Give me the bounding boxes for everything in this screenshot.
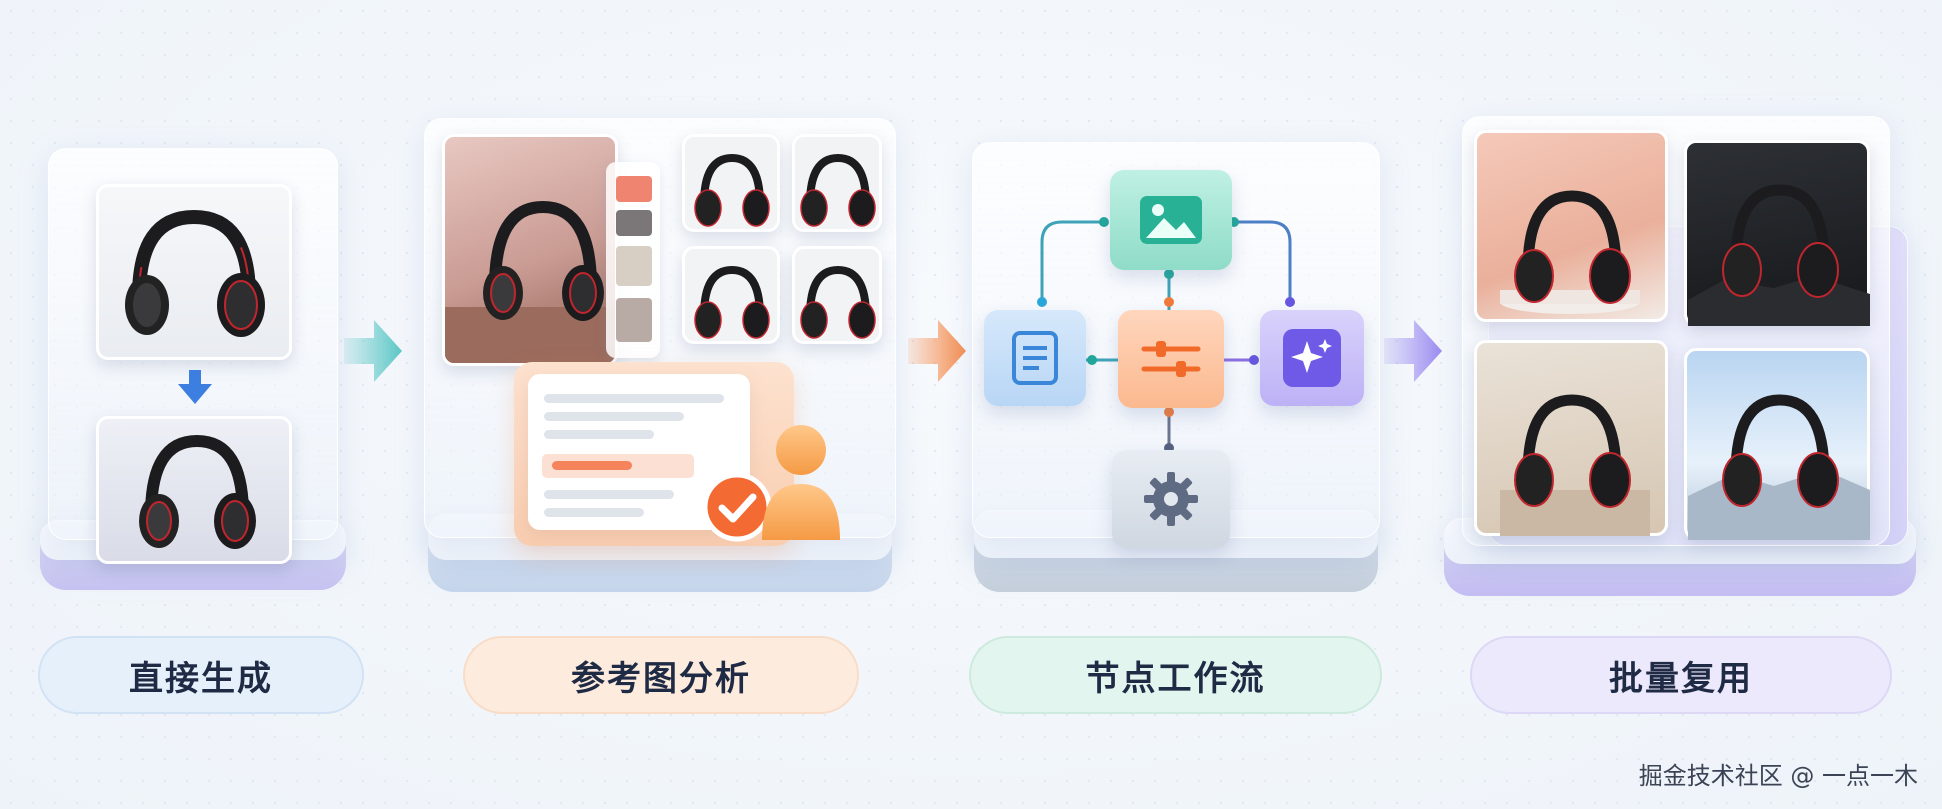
flow-arrow-2-icon xyxy=(908,320,966,382)
step-1-label: 直接生成 xyxy=(129,658,273,699)
step-4-label-pill: 批量复用 xyxy=(1470,636,1892,714)
gear-icon xyxy=(1144,472,1198,526)
swatch-gray xyxy=(616,210,652,236)
doc-line-5 xyxy=(544,508,644,517)
headphone-icon xyxy=(445,200,615,363)
sliders-icon xyxy=(1141,341,1201,377)
step-2-label-pill: 参考图分析 xyxy=(463,636,859,714)
watermark: 掘金技术社区 @ 一点一木 xyxy=(1638,762,1918,790)
arrow-down-icon xyxy=(178,370,212,404)
step-3-panel xyxy=(972,142,1380,598)
swatch-plant xyxy=(616,246,652,286)
step-2-label: 参考图分析 xyxy=(571,658,751,699)
step-4-label: 批量复用 xyxy=(1609,658,1753,699)
image-node[interactable] xyxy=(1110,170,1232,270)
step-1-label-pill: 直接生成 xyxy=(38,636,364,714)
document-node[interactable] xyxy=(984,310,1086,406)
step-1-panel xyxy=(40,148,346,598)
workflow-connectors xyxy=(1037,217,1295,453)
batch-headphones-icon xyxy=(1500,130,1870,540)
generated-headphone-image xyxy=(96,416,292,564)
headphone-icon xyxy=(125,209,265,337)
image-icon xyxy=(1140,196,1202,244)
doc-line-3 xyxy=(544,430,654,439)
source-headphone-image xyxy=(96,184,292,360)
step-3-label: 节点工作流 xyxy=(1085,658,1266,699)
swatch-coral xyxy=(616,176,652,202)
document-icon xyxy=(1012,331,1058,385)
flow-arrow-1-icon xyxy=(344,320,402,382)
step-4-panel xyxy=(1444,116,1916,600)
headphone-icon xyxy=(139,434,256,549)
doc-line-4 xyxy=(544,490,674,499)
step-2-panel xyxy=(424,118,896,598)
gear-node[interactable] xyxy=(1112,450,1230,548)
ai-sparkle-node[interactable] xyxy=(1260,310,1364,406)
user-avatar-icon xyxy=(762,425,840,540)
doc-line-2 xyxy=(544,412,684,421)
variant-headphones-icon xyxy=(682,153,882,346)
doc-line-1 xyxy=(544,394,724,403)
sparkle-icon xyxy=(1283,329,1341,387)
step-3-label-pill: 节点工作流 xyxy=(969,636,1382,714)
swatch-texture xyxy=(616,298,652,342)
reference-photo xyxy=(442,134,618,366)
flow-arrow-3-icon xyxy=(1384,320,1442,382)
doc-highlight-bar xyxy=(552,461,632,470)
settings-sliders-node[interactable] xyxy=(1118,310,1224,408)
